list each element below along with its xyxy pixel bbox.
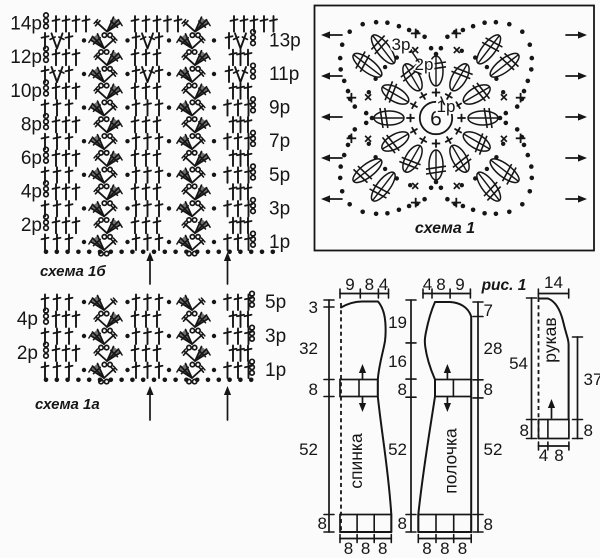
- svg-text:8: 8: [436, 275, 445, 294]
- svg-text:8: 8: [458, 539, 467, 558]
- svg-text:3: 3: [309, 298, 318, 317]
- svg-text:рис. 1: рис. 1: [481, 277, 527, 294]
- svg-text:рукав: рукав: [540, 317, 560, 362]
- svg-text:8: 8: [318, 514, 327, 533]
- svg-text:4: 4: [539, 446, 548, 465]
- svg-text:54: 54: [509, 354, 528, 373]
- svg-text:8: 8: [440, 539, 449, 558]
- svg-text:4p: 4p: [21, 182, 42, 203]
- svg-text:28: 28: [484, 339, 503, 358]
- svg-text:9: 9: [455, 275, 464, 294]
- svg-text:3p: 3p: [265, 326, 286, 347]
- svg-text:схема 1: схема 1: [415, 220, 475, 237]
- svg-text:9: 9: [345, 275, 354, 294]
- svg-text:14: 14: [544, 273, 563, 292]
- svg-text:10p: 10p: [10, 81, 42, 102]
- svg-text:6p: 6p: [21, 148, 42, 169]
- svg-text:8: 8: [309, 380, 318, 399]
- svg-text:схема 1а: схема 1а: [35, 396, 100, 413]
- svg-text:8: 8: [422, 539, 431, 558]
- svg-text:32: 32: [299, 339, 318, 358]
- svg-text:4p: 4p: [17, 309, 38, 330]
- svg-text:8p: 8p: [21, 114, 42, 135]
- svg-text:9p: 9p: [269, 98, 290, 119]
- svg-text:спинка: спинка: [346, 433, 366, 489]
- svg-text:12p: 12p: [10, 47, 42, 68]
- svg-text:5p: 5p: [269, 165, 290, 186]
- svg-text:схема 1б: схема 1б: [40, 263, 106, 280]
- svg-text:5p: 5p: [265, 292, 286, 313]
- svg-text:14p: 14p: [10, 14, 42, 35]
- svg-text:16: 16: [388, 352, 407, 371]
- svg-text:4: 4: [379, 275, 388, 294]
- svg-text:4: 4: [423, 275, 432, 294]
- svg-text:8: 8: [398, 514, 407, 533]
- svg-text:8: 8: [484, 380, 493, 399]
- svg-text:6: 6: [430, 108, 442, 131]
- svg-text:2p: 2p: [415, 55, 434, 74]
- svg-text:13p: 13p: [269, 30, 301, 51]
- svg-text:52: 52: [299, 440, 318, 459]
- svg-text:2p: 2p: [21, 215, 42, 236]
- svg-text:8: 8: [584, 421, 593, 440]
- svg-text:1p: 1p: [269, 232, 290, 253]
- svg-text:19: 19: [388, 313, 407, 332]
- svg-text:8: 8: [361, 539, 370, 558]
- svg-text:8: 8: [520, 421, 529, 440]
- svg-text:8: 8: [365, 275, 374, 294]
- svg-text:полочка: полочка: [441, 428, 461, 494]
- svg-text:8: 8: [344, 539, 353, 558]
- svg-text:1p: 1p: [265, 360, 286, 381]
- svg-text:3p: 3p: [269, 198, 290, 219]
- svg-text:7p: 7p: [269, 131, 290, 152]
- svg-text:7: 7: [484, 301, 493, 320]
- svg-text:8: 8: [484, 515, 493, 534]
- svg-text:8: 8: [378, 539, 387, 558]
- svg-text:8: 8: [554, 446, 563, 465]
- svg-text:3p: 3p: [392, 35, 411, 54]
- svg-text:52: 52: [388, 440, 407, 459]
- svg-text:52: 52: [484, 440, 503, 459]
- svg-text:11p: 11p: [269, 64, 299, 85]
- svg-text:37: 37: [584, 370, 600, 389]
- svg-text:8: 8: [398, 380, 407, 399]
- svg-text:2p: 2p: [17, 343, 38, 364]
- svg-text:1p: 1p: [437, 97, 456, 116]
